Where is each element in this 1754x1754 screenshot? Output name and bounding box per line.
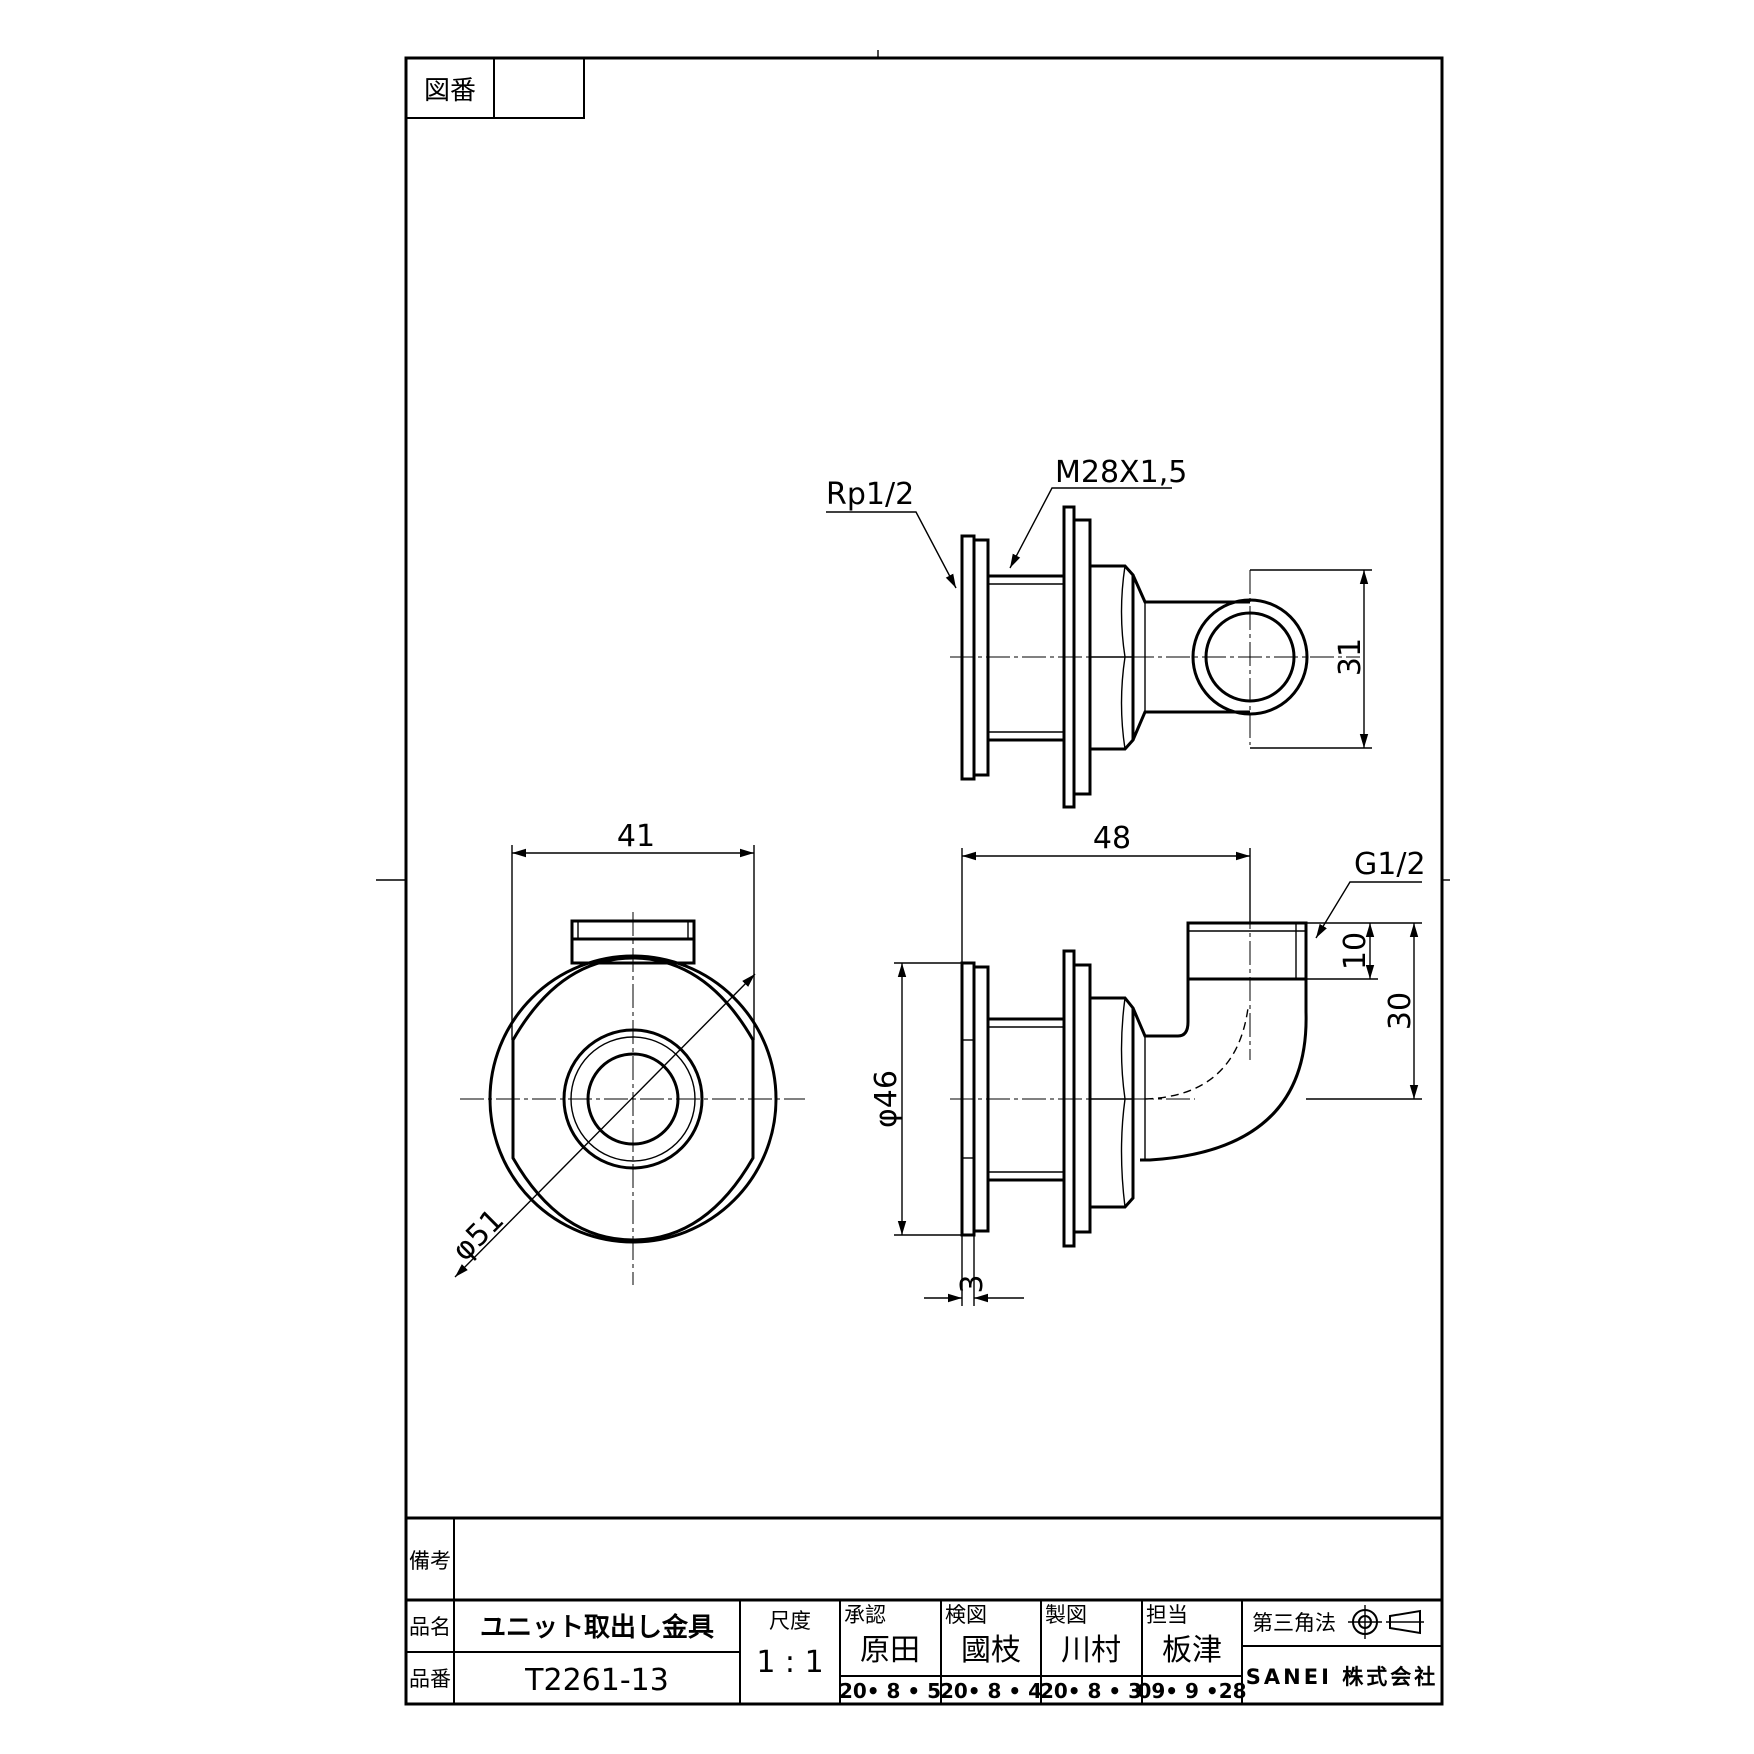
approval-date: 20• 8 • 5 (839, 1679, 941, 1703)
dimension-31: 31 (1333, 638, 1368, 676)
dimension-10: 10 (1338, 932, 1373, 970)
item-name-label: 品名 (409, 1615, 451, 1639)
end-view: 41 φ51 (445, 819, 805, 1285)
check-date: 20• 8 • 4 (940, 1679, 1042, 1703)
charge-label: 担当 (1146, 1603, 1188, 1627)
approval-name: 原田 (860, 1633, 920, 1668)
part-number-label: 品番 (409, 1667, 451, 1691)
top-view: 31 Rp1/2 M28X1,5 (826, 455, 1372, 809)
company-name: SANEI 株式会社 (1246, 1665, 1438, 1689)
callout-rp-thread: Rp1/2 (826, 477, 914, 512)
drawn-date: 20• 8 • 3 (1040, 1679, 1142, 1703)
dimension-3: 3 (955, 1274, 990, 1293)
dimension-30: 30 (1383, 992, 1418, 1030)
drawn-name: 川村 (1061, 1633, 1121, 1668)
dimension-phi46: φ46 (869, 1070, 904, 1128)
approval-label: 承認 (844, 1603, 886, 1627)
callout-m28-thread: M28X1,5 (1055, 455, 1187, 490)
charge-date: 09• 9 •28 (1137, 1679, 1246, 1703)
dimension-41: 41 (617, 819, 655, 854)
item-name-value: ユニット取出し金具 (480, 1612, 714, 1643)
title-block: 備考 品名 ユニット取出し金具 品番 T2261-13 尺度 1 : 1 承認 … (406, 1516, 1442, 1704)
drawing-number-box: 図番 (405, 57, 585, 119)
part-number-value: T2261-13 (524, 1663, 669, 1698)
drawing-number-label: 図番 (424, 76, 476, 106)
drawn-label: 製図 (1045, 1603, 1087, 1627)
third-angle-projection-icon (1348, 1605, 1424, 1639)
side-view: 48 10 30 G1/2 φ46 3 (869, 821, 1426, 1306)
scale-label: 尺度 (769, 1609, 811, 1633)
check-label: 検図 (945, 1603, 987, 1627)
remarks-label: 備考 (409, 1549, 451, 1573)
charge-name: 板津 (1162, 1633, 1222, 1668)
projection-label: 第三角法 (1252, 1611, 1336, 1635)
dimension-48: 48 (1093, 821, 1131, 856)
callout-g-thread: G1/2 (1354, 847, 1426, 882)
drawing-frame (376, 50, 1450, 1706)
scale-value: 1 : 1 (756, 1645, 823, 1680)
check-name: 國枝 (961, 1633, 1021, 1668)
dimension-phi51: φ51 (445, 1202, 511, 1268)
